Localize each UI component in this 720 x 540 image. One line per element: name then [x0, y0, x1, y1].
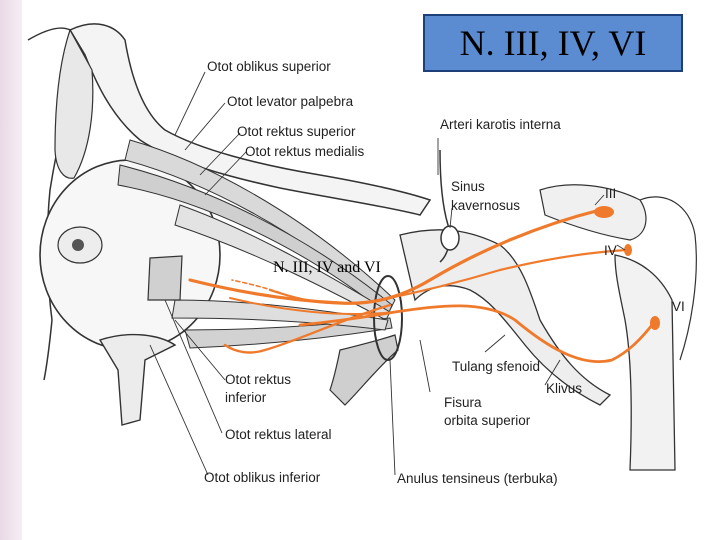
orbit-floor-bone	[98, 333, 177, 426]
label-klivus: Klivus	[546, 381, 583, 396]
ciliary-branch	[231, 279, 301, 301]
label-fisura-line1: Fisura	[444, 395, 482, 410]
title-box: N. III, IV, VI	[423, 14, 683, 72]
pupil	[72, 239, 84, 251]
label-nerve-vi: VI	[672, 299, 685, 314]
carotid-artery-lumen	[440, 225, 460, 251]
label-rektus-inferior-line2: inferior	[225, 390, 267, 405]
overlay-caption: N. III, IV and VI	[273, 259, 381, 276]
label-oblikus-superior: Otot oblikus superior	[207, 59, 331, 74]
page-title: N. III, IV, VI	[459, 23, 647, 63]
cranial-nerves	[188, 208, 654, 363]
label-levator-palpebra: Otot levator palpebra	[227, 94, 354, 109]
annulus-tendineus	[373, 275, 403, 361]
lateral-rectus-cut	[147, 255, 183, 301]
label-rektus-lateral: Otot rektus lateral	[225, 427, 332, 442]
label-rektus-inferior-line1: Otot rektus	[225, 372, 292, 387]
frontal-bone	[54, 28, 94, 179]
leader-lines	[149, 71, 626, 476]
clivus	[614, 254, 676, 471]
sphenoid-bone	[399, 229, 612, 406]
label-kavernosus: kavernosus	[451, 198, 521, 213]
inferior-rectus	[329, 334, 399, 406]
label-oblikus-inferior: Otot oblikus inferior	[204, 470, 321, 485]
orbit-roof-bone	[68, 23, 432, 216]
label-rektus-medialis: Otot rektus medialis	[245, 144, 365, 159]
label-rektus-superior: Otot rektus superior	[237, 124, 356, 139]
brainstem-outline	[639, 196, 697, 361]
label-fisura-line2: orbita superior	[444, 413, 531, 428]
label-tulang-sfenoid: Tulang sfenoid	[452, 359, 541, 374]
label-anulus: Anulus tensineus (terbuka)	[397, 471, 558, 486]
page-edge	[0, 0, 22, 540]
label-sinus: Sinus	[451, 179, 485, 194]
nerve-vi	[298, 304, 654, 363]
label-nerve-iii: III	[605, 186, 617, 201]
carotid-artery	[439, 149, 451, 263]
nerve-nuclei	[594, 206, 660, 330]
lower-skull-outline	[43, 319, 53, 381]
label-arteri-karotis: Arteri karotis interna	[440, 117, 561, 132]
nerve-iii-branch	[223, 303, 392, 354]
label-nerve-iv: IV	[604, 243, 617, 258]
nerve-iv	[268, 248, 630, 305]
nerve-vi-lateral	[229, 297, 396, 316]
